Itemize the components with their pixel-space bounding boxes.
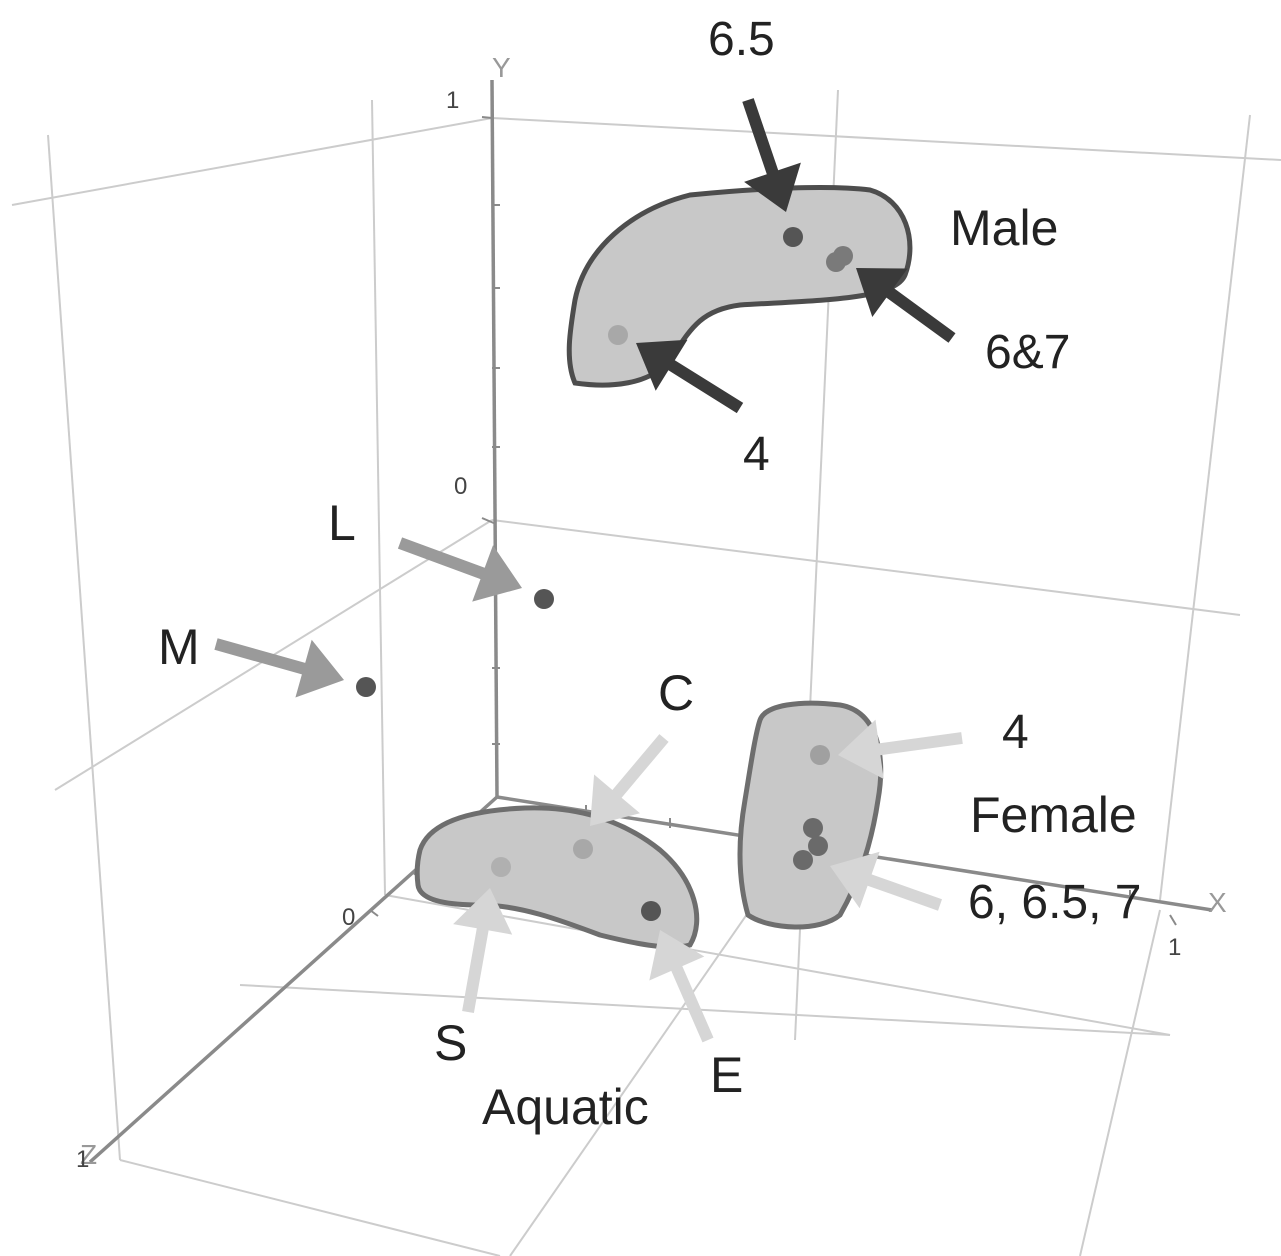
- arrow-female-4: [838, 719, 963, 779]
- data-point-g2p2-0: [641, 901, 661, 921]
- arrow-male-4: [636, 339, 744, 414]
- point-label-m: M: [158, 619, 200, 675]
- data-point-g0p1-1: [826, 252, 846, 272]
- point-label-male-6-5: 6.5: [708, 13, 775, 66]
- x-axis-name: X: [1208, 887, 1227, 918]
- data-point-g0p2-0: [608, 325, 628, 345]
- data-point-u0-0: [534, 589, 554, 609]
- male-cluster-outline: [566, 185, 913, 388]
- group-label-aquatic: Aquatic: [482, 1079, 649, 1135]
- y-axis-name: Y: [492, 52, 511, 83]
- point-label-male-6-7: 6&7: [985, 326, 1070, 379]
- data-points: [356, 227, 853, 921]
- data-point-g1p0-0: [810, 745, 830, 765]
- point-label-c: C: [658, 665, 694, 721]
- arrows: [214, 98, 963, 1043]
- arrow-m: [214, 638, 344, 698]
- data-point-g2p1-0: [491, 857, 511, 877]
- group-label-male: Male: [950, 200, 1058, 256]
- data-point-g0p0-0: [783, 227, 803, 247]
- y-tick-label-0: 0: [454, 473, 467, 500]
- point-label-e: E: [710, 1047, 743, 1103]
- arrow-l: [397, 537, 522, 602]
- x-tick-label-1: 1: [1168, 934, 1181, 961]
- arrow-e: [649, 930, 714, 1043]
- data-point-u1-0: [356, 677, 376, 697]
- point-label-l: L: [328, 495, 356, 551]
- point-label-female-6-6-5-7: 6, 6.5, 7: [968, 876, 1141, 929]
- point-label-s: S: [434, 1015, 467, 1071]
- data-point-g1p1-0: [803, 818, 823, 838]
- group-label-female: Female: [970, 787, 1137, 843]
- data-point-g2p0-0: [573, 839, 593, 859]
- z-tick-label-0: 0: [342, 904, 355, 931]
- point-label-female-4: 4: [1002, 706, 1029, 759]
- arrow-c: [590, 734, 669, 826]
- arrow-female-6-6-5-7: [830, 851, 942, 911]
- data-point-g1p1-1: [808, 836, 828, 856]
- y-tick-label-1: 1: [446, 87, 459, 114]
- arrow-s: [453, 888, 513, 1013]
- arrow-male-6-7: [856, 268, 956, 343]
- z-tick-label-1: 1: [76, 1146, 89, 1173]
- arrow-male-6-5: [742, 98, 801, 212]
- data-point-g1p1-2: [793, 850, 813, 870]
- y-axis: [490, 79, 499, 798]
- z-axis-name: Z: [80, 1139, 97, 1170]
- point-label-male-4: 4: [743, 428, 770, 481]
